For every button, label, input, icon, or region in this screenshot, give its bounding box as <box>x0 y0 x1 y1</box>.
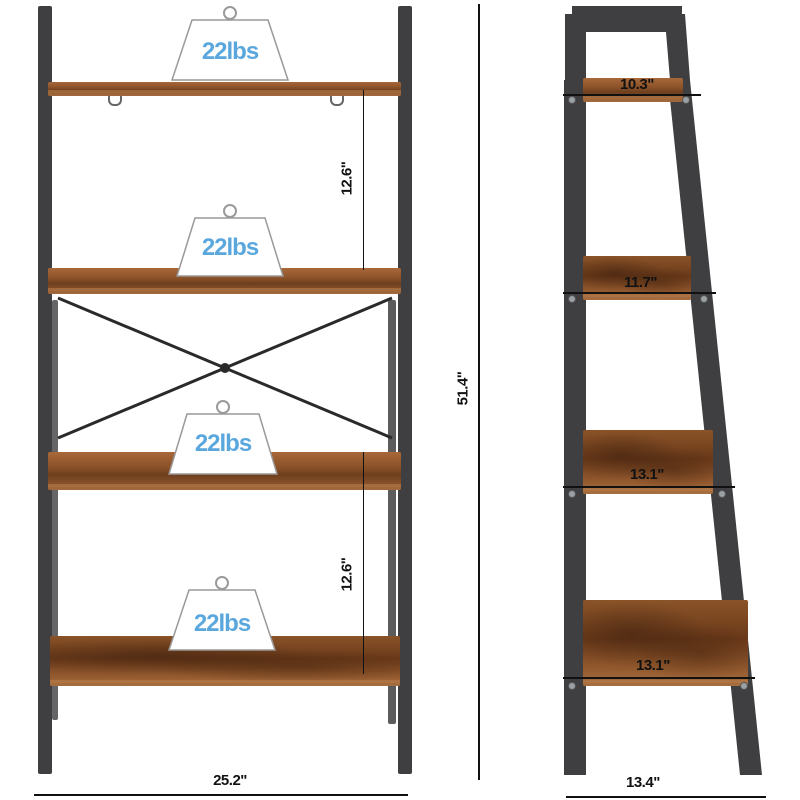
depth-line-4 <box>563 677 755 679</box>
base-depth-line <box>566 796 766 798</box>
spacing-line-upper <box>363 90 364 270</box>
front-left-inner-upright <box>52 300 58 720</box>
shelf-spacing-label-lower: 12.6" <box>338 557 356 592</box>
spacing-line-lower <box>363 452 364 674</box>
weight-icon: 22lbs <box>167 400 279 475</box>
bolt-icon <box>740 682 748 690</box>
weight-label: 22lbs <box>201 234 259 261</box>
bolt-icon <box>568 490 576 498</box>
weight-icon: 22lbs <box>175 204 285 277</box>
bolt-icon <box>568 295 576 303</box>
depth-line-2 <box>563 292 716 294</box>
weight-label: 22lbs <box>194 430 252 457</box>
depth-line-1 <box>563 94 701 96</box>
depth-line-3 <box>563 486 735 488</box>
base-depth-label: 13.4" <box>626 774 660 791</box>
depth-label-3: 13.1" <box>630 466 664 483</box>
width-line <box>34 794 408 796</box>
bolt-icon <box>700 295 708 303</box>
weight-label: 22lbs <box>201 38 259 65</box>
bolt-icon <box>568 96 576 104</box>
height-label: 51.4" <box>454 371 472 406</box>
width-label: 25.2" <box>213 772 247 789</box>
side-shelf-3 <box>583 430 713 494</box>
weight-icon: 22lbs <box>167 576 277 652</box>
front-shelf-1 <box>48 82 401 96</box>
weight-icon: 22lbs <box>170 6 290 82</box>
front-left-upright <box>38 6 52 774</box>
cross-brace <box>57 296 393 440</box>
hook-icon <box>108 96 122 106</box>
bolt-icon <box>682 96 690 104</box>
front-right-inner-upright <box>388 300 396 724</box>
height-line <box>478 4 480 780</box>
hook-icon <box>330 96 344 106</box>
front-right-upright <box>398 6 412 774</box>
depth-label-2: 11.7" <box>624 274 657 291</box>
bolt-icon <box>568 682 576 690</box>
bolt-icon <box>718 490 726 498</box>
side-shelf-1 <box>583 78 683 102</box>
depth-label-4: 13.1" <box>636 657 670 674</box>
weight-label: 22lbs <box>193 610 251 637</box>
depth-label-1: 10.3" <box>620 76 654 93</box>
shelf-spacing-label-upper: 12.6" <box>338 161 356 196</box>
side-shelf-4 <box>583 600 748 686</box>
